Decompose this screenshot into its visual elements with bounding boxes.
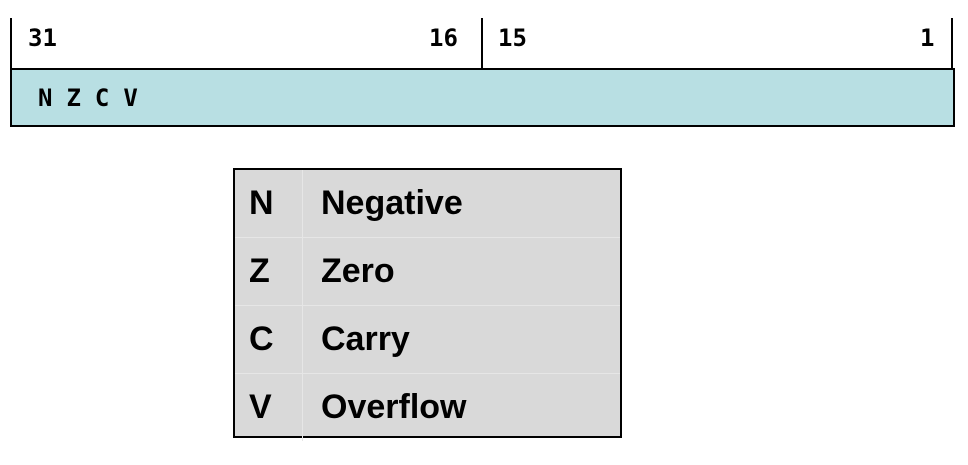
- flag-legend-table: N Negative Z Zero C Carry V Overflow: [233, 168, 622, 441]
- legend-row-zero: Z Zero: [235, 237, 620, 305]
- legend-meaning: Negative: [321, 184, 463, 222]
- legend-abbr: Z: [235, 238, 303, 305]
- bit-label-31: 31: [28, 24, 57, 52]
- legend-abbr: V: [235, 374, 303, 441]
- left-edge-divider: [10, 18, 12, 68]
- bit-position-labels: 31 16 15 1: [10, 18, 954, 68]
- flag-z: Z: [66, 83, 81, 112]
- halfword-divider: [481, 18, 483, 68]
- legend-meaning: Overflow: [321, 388, 467, 426]
- legend-abbr: C: [235, 306, 303, 373]
- status-register-bar: N Z C V: [10, 68, 955, 127]
- legend-row-negative: N Negative: [235, 170, 620, 237]
- bit-label-15: 15: [498, 24, 527, 52]
- legend-meaning: Carry: [321, 320, 410, 358]
- flag-v: V: [123, 83, 138, 112]
- bit-label-1: 1: [920, 24, 935, 52]
- legend-row-overflow: V Overflow: [235, 373, 620, 441]
- flag-n: N: [38, 83, 53, 112]
- bit-label-16: 16: [429, 24, 458, 52]
- legend-row-carry: C Carry: [235, 305, 620, 373]
- legend-abbr: N: [235, 170, 303, 237]
- legend-meaning: Zero: [321, 252, 395, 290]
- right-edge-divider: [951, 18, 953, 68]
- flag-c: C: [94, 83, 110, 112]
